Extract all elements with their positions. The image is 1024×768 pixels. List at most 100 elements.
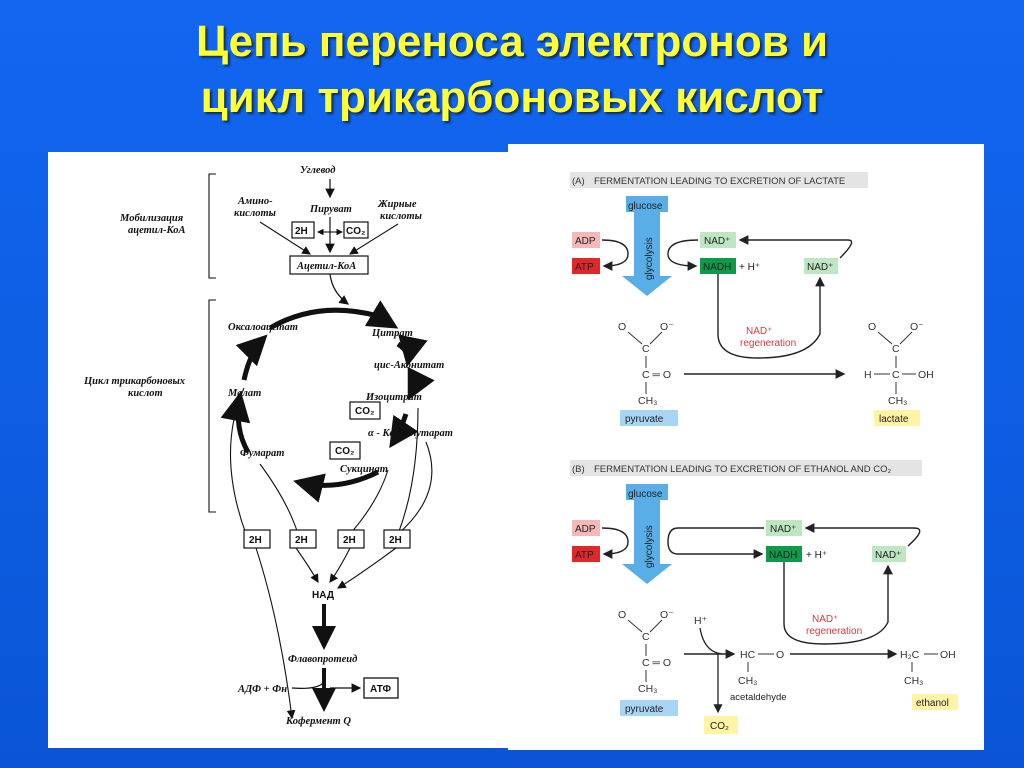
adp-a-label: ADP [575, 236, 596, 247]
panel-a-header: FERMENTATION LEADING TO EXCRETION OF LAC… [594, 176, 845, 187]
co2-b-label: CO₂ [710, 721, 729, 732]
nad-top-b-label: NAD⁺ [770, 524, 796, 535]
glucose-a-label: glucose [628, 201, 663, 212]
panel-b-header-bg [570, 460, 922, 476]
nad-regen-a-1: NAD⁺ [746, 326, 772, 337]
nad-top-a-label: NAD⁺ [704, 236, 730, 247]
citrate-label: Цитрат [371, 328, 413, 339]
h-box-3-label: 2H [343, 535, 356, 546]
adp-atp-b-arrow [601, 527, 629, 559]
tca-cycle-diagram: Углевод Амино- кислоты Пируват Жирные ки… [48, 152, 512, 748]
title-line-2: цикл трикарбоновых кислот [200, 73, 824, 122]
lactate-label: lactate [879, 414, 909, 425]
h-plus-b-label: H⁺ [694, 615, 708, 627]
nad-label: НАД [312, 590, 334, 601]
co2-a-label: CO₂ [355, 406, 374, 417]
cycle-arc-bottom [293, 469, 380, 503]
amino-acids-label-2: кислоты [234, 208, 276, 219]
box-2h-top [291, 221, 315, 239]
h-box-4 [383, 529, 411, 549]
mobilization-label-1: Мобилизация [119, 213, 184, 224]
bracket-cycle [208, 299, 216, 513]
succinate-label: Сукцинат [340, 464, 388, 475]
co2-b-box [704, 716, 738, 734]
nadh-b-box [766, 546, 802, 562]
pyruvate-a-box [620, 410, 678, 426]
cycle-arc-malate-oxalo [235, 334, 268, 381]
pyr-b-ominus: O⁻ [660, 609, 674, 621]
ald-ch3: CH₃ [738, 675, 757, 687]
glycolysis-a-label: glycolysis [644, 237, 655, 280]
nad-right-a-box [804, 258, 838, 274]
cycle-arrow-citrate [364, 300, 399, 329]
bond-b-1 [627, 619, 643, 633]
cycle-arc-fumarate-malate [220, 391, 251, 454]
box-co2-top-label: CO₂ [346, 226, 365, 237]
atp-b-box [572, 546, 600, 562]
arrow-h4-nad [337, 547, 397, 589]
arrow-h3-nad [329, 547, 351, 583]
lac-c1: C [892, 343, 900, 355]
h-box-4-label: 2H [389, 535, 402, 546]
bond-l-1 [877, 331, 893, 345]
bond-a-2 [649, 331, 663, 345]
nad-regen-b-2: regeneration [806, 626, 862, 637]
carbohydrate-label: Углевод [300, 165, 335, 176]
atp-a-label: ATP [575, 262, 594, 273]
nad-nadh-a-arrow [667, 239, 699, 271]
glucose-b-label: glucose [628, 489, 663, 500]
eth-ch3: CH₃ [904, 675, 923, 687]
atp-label: АТФ [370, 684, 391, 695]
pyr-b-o: O [618, 609, 626, 621]
arrow-acetyl-citrate [329, 273, 349, 305]
line-succinate-2h [349, 469, 389, 535]
h-plus-arrow [699, 627, 723, 655]
eth-h2c: H₂C [900, 649, 920, 661]
malate-label: Малат [227, 388, 261, 399]
acetyl-coa-box [289, 255, 369, 275]
pyr-a-o: O [618, 321, 626, 333]
pyruvate-a-label: pyruvate [625, 414, 664, 425]
h-box-2 [289, 529, 317, 549]
plus-h-b-label: + H⁺ [806, 550, 827, 561]
bond-a-1 [627, 331, 643, 345]
fermentation-diagram: (A) FERMENTATION LEADING TO EXCRETION OF… [508, 144, 984, 750]
nad-top-b-box [766, 520, 802, 536]
nadh-b-label: NADH [769, 550, 797, 561]
adp-pn-label: АДФ + Фн [237, 684, 287, 695]
pyr-b-ch3: CH₃ [638, 683, 657, 695]
adp-b-box [572, 520, 600, 536]
nadh-a-box [700, 258, 736, 274]
fumarate-label: Фумарат [240, 448, 284, 459]
ketoglutarate-label: α - Кетоглутарат [368, 428, 453, 439]
eth-oh: OH [940, 649, 956, 661]
co2-b-label: CO₂ [335, 446, 354, 457]
lac-ominus: O⁻ [910, 321, 924, 333]
acetaldehyde-label: acetaldehyde [730, 692, 787, 703]
cycle-label-2: кислот [128, 388, 163, 399]
pyr-a-c1: C [642, 343, 650, 355]
ethanol-box [912, 694, 958, 710]
cycle-label-1: Цикл трикарбоновых [83, 376, 185, 387]
nad-right-b-label: NAD⁺ [875, 550, 901, 561]
regen-loop-a [717, 274, 825, 359]
bond-b-2 [649, 619, 663, 633]
box-2h-top-label: 2H [295, 226, 308, 237]
cis-aconitate-label: цис-Аконитат [374, 360, 444, 371]
fatty-acids-label-1: Жирные [377, 199, 417, 210]
lactate-box [874, 410, 920, 426]
lac-o: O [868, 321, 876, 333]
arrow-h1-coq [255, 547, 296, 720]
coenzyme-q-label: Кофермент Q [285, 716, 351, 727]
line-malate-2h [229, 387, 247, 535]
atp-box [363, 677, 399, 699]
tca-cycle-svg: Углевод Амино- кислоты Пируват Жирные ки… [83, 165, 453, 727]
ald-o: O [776, 649, 784, 661]
title-line-1: Цепь переноса электронов и [195, 17, 829, 66]
flavoprotein-label: Флавопротеид [288, 654, 357, 665]
adp-a-box [572, 232, 600, 248]
nad-return-b-arrow [804, 523, 921, 547]
nad-top-a-box [700, 232, 736, 248]
nadh-a-label: NADH [703, 262, 731, 273]
glycolysis-b-label: glycolysis [644, 525, 655, 568]
